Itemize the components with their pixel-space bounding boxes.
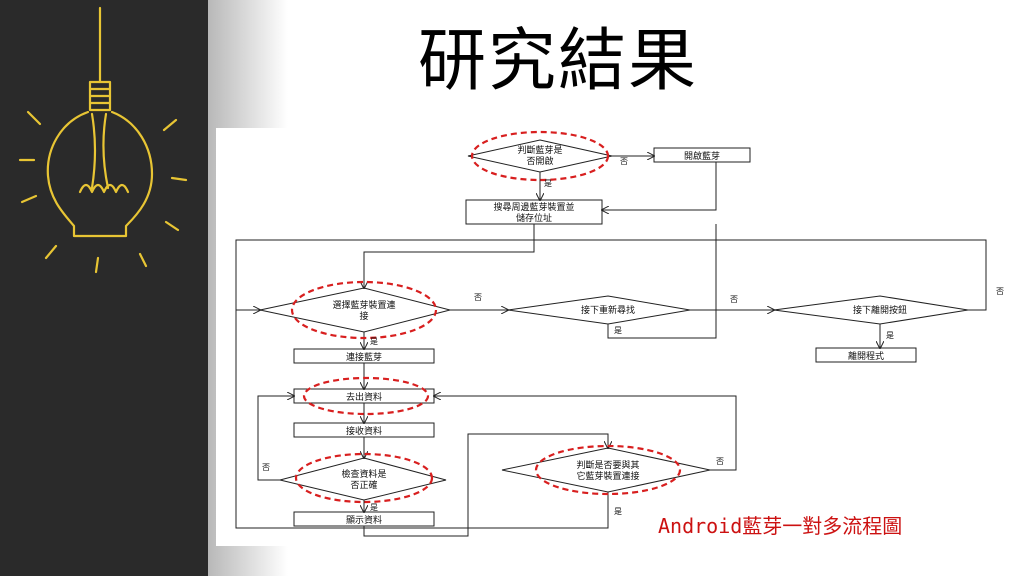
label-no-exit: 否	[996, 287, 1004, 296]
edge-search-select	[364, 224, 535, 288]
node-select-device-line1: 選擇藍芽裝置連	[332, 299, 395, 311]
flowchart-figure: 判斷藍芽是 否開啟 開啟藍芽 搜尋周邊藍芽裝置並 儲存位址 選擇藍芽裝置連 接 …	[216, 128, 1024, 546]
node-next-research-label: 接下重新尋找	[581, 304, 635, 316]
edge-other-no	[434, 396, 737, 471]
node-exit-next-label: 接下離開按鈕	[853, 304, 907, 316]
decorative-side-panel	[0, 0, 208, 576]
flowchart-diagram: 判斷藍芽是 否開啟 開啟藍芽 搜尋周邊藍芽裝置並 儲存位址 選擇藍芽裝置連 接 …	[235, 130, 1004, 537]
node-show-data-label: 顯示資料	[346, 514, 382, 526]
lightbulb-icon	[18, 6, 188, 274]
node-search-store-line1: 搜尋周邊藍芽裝置並	[493, 201, 574, 213]
label-yes-check: 是	[544, 179, 552, 188]
node-exit-program	[815, 347, 917, 363]
edge-other-yes	[235, 310, 609, 529]
edge-exit-loop	[235, 239, 987, 310]
slide-title: 研究結果	[418, 22, 699, 101]
highlight-check-bt	[470, 130, 610, 182]
node-fetch-data-label: 去出資料	[346, 391, 382, 403]
label-no-check: 否	[620, 157, 628, 166]
highlight-select-device	[290, 280, 438, 340]
edge-next-yes	[607, 224, 717, 339]
highlight-fetch-data	[302, 376, 430, 416]
edge-show-other	[363, 433, 608, 537]
edge-enable-search	[602, 162, 717, 210]
node-check-bt-line1: 判斷藍芽是	[517, 144, 562, 156]
label-yes-select: 是	[370, 337, 378, 346]
label-no-next: 否	[730, 295, 738, 304]
node-enable-bt-label: 開啟藍芽	[684, 150, 720, 162]
label-no-select: 否	[474, 293, 482, 302]
node-receive-data-label: 接收資料	[346, 425, 382, 437]
node-check-data-line1: 檢查資料是	[341, 468, 386, 480]
node-other-devices-line2: 它藍芽裝置連接	[576, 470, 639, 482]
node-exit-program-label: 離開程式	[848, 350, 884, 362]
node-search-store	[465, 199, 603, 225]
highlight-check-data	[294, 452, 434, 504]
node-check-data-line2: 否正確	[350, 479, 377, 491]
label-yes-other: 是	[614, 507, 622, 516]
label-yes-next: 是	[614, 326, 622, 335]
node-check-bt	[467, 139, 613, 173]
node-search-store-line2: 儲存位址	[516, 212, 552, 224]
label-yes-exit: 是	[886, 331, 894, 340]
figure-caption: Android藍芽一對多流程圖	[658, 514, 903, 538]
highlight-other-devices	[534, 444, 682, 496]
node-select-device-line2: 接	[359, 310, 368, 322]
label-no-check-data: 否	[262, 463, 270, 472]
node-check-bt-line2: 否開啟	[526, 155, 553, 167]
node-other-devices-line1: 判斷是否要與其	[576, 459, 639, 471]
label-no-other: 否	[716, 457, 724, 466]
label-yes-check-data: 是	[370, 503, 378, 512]
node-connect-bt-label: 連接藍芽	[346, 351, 382, 363]
edge-check-no-loop	[257, 396, 294, 481]
